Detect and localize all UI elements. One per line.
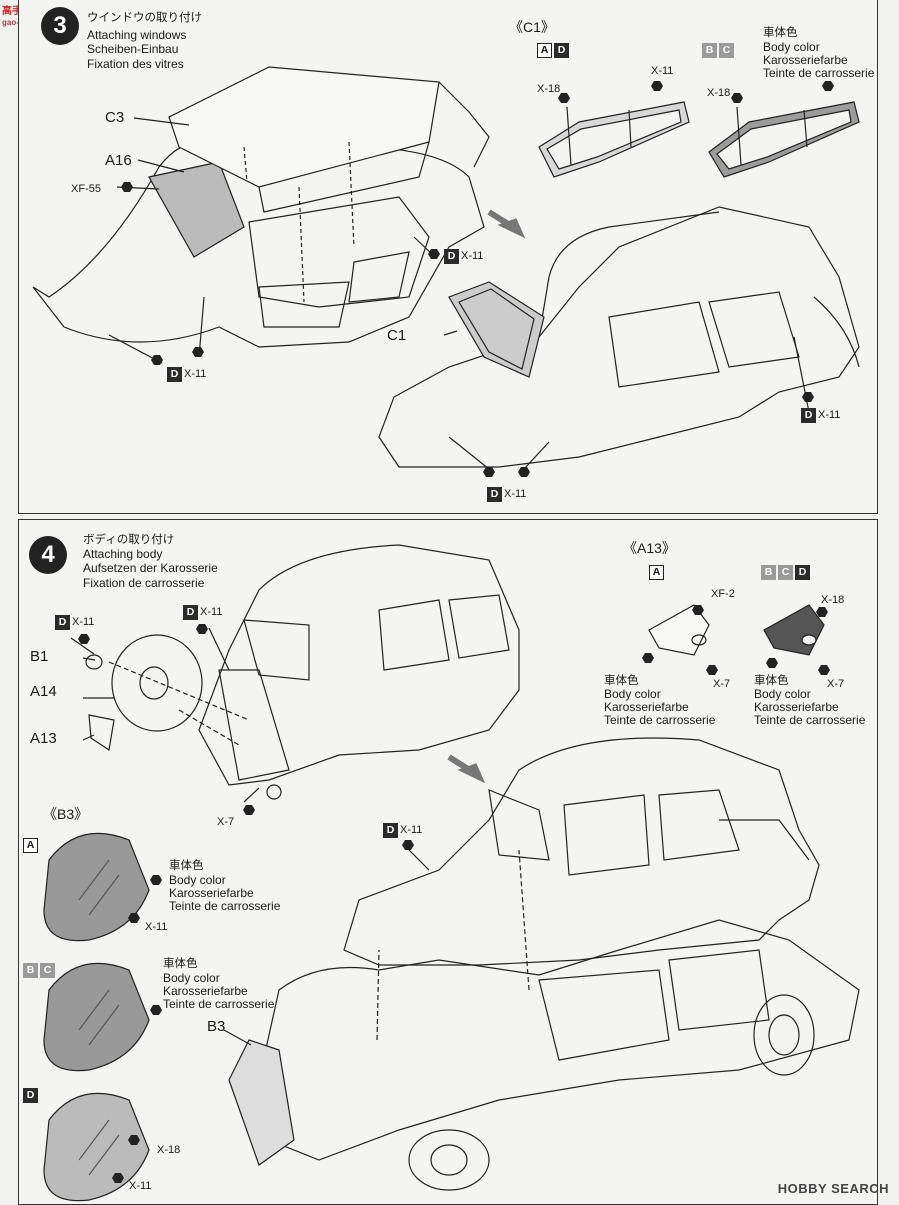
part-label-b1: B1: [30, 648, 49, 665]
part-label-a13: A13: [30, 730, 57, 747]
version-badge-d: D: [23, 1088, 38, 1103]
paint-xf55: XF-55: [71, 183, 101, 195]
step-3-panel: 3 ウインドウの取り付け Attaching windows Scheiben-…: [18, 0, 878, 514]
part-label-c1: C1: [387, 327, 407, 344]
version-badge-a: A: [649, 565, 664, 580]
step-4-title-jp: ボディの取り付け: [83, 532, 175, 546]
b3-bc-body-color-en: Body color: [163, 971, 220, 985]
b3-a-body-color-jp: 車体色: [169, 858, 204, 872]
step-3-title-jp: ウインドウの取り付け: [87, 10, 202, 24]
b3-bc-body-color-de: Karosseriefarbe: [163, 984, 248, 998]
part-label-a14: A14: [30, 683, 57, 700]
c1-body-color-jp: 車体色: [763, 25, 798, 39]
paint-x11: X-11: [72, 616, 95, 628]
site-logo-chars: 高手网: [2, 6, 32, 17]
b3-d-x11: X-11: [129, 1180, 152, 1192]
b3-a-body-color-fr: Teinte de carrosserie: [169, 899, 281, 913]
step-3-number: 3: [41, 7, 79, 45]
step-3-title-fr: Fixation des vitres: [87, 57, 184, 71]
version-badge-d: D: [55, 615, 70, 630]
a13-a-body-color-en: Body color: [604, 687, 661, 701]
step-3-title-en: Attaching windows: [87, 28, 187, 42]
c1-bc-x18: X-18: [707, 87, 731, 99]
a13-bcd-body-color-de: Karosseriefarbe: [754, 700, 839, 714]
a13-paint-x7-a: X-7: [713, 678, 731, 690]
c1-ad-x11: X-11: [651, 65, 674, 77]
b3-a-x11: X-11: [145, 921, 168, 933]
version-badge-c: C: [40, 963, 55, 978]
version-badge-d: D: [801, 408, 816, 423]
version-badge-c: C: [778, 565, 793, 580]
step-4-drawing: [43, 544, 860, 1202]
version-badge-d: D: [444, 249, 459, 264]
paint-x11: X-11: [461, 250, 484, 262]
a13-bcd-body-color-jp: 車体色: [754, 673, 789, 687]
paint-x11: X-11: [818, 409, 841, 421]
a13-paint-xf2: XF-2: [711, 588, 735, 600]
version-badge-d: D: [167, 367, 182, 382]
a13-version-a: A: [649, 565, 666, 580]
version-badge-b: B: [702, 43, 717, 58]
part-label-a16: A16: [105, 152, 132, 169]
b3-a-body-color-de: Karosseriefarbe: [169, 886, 254, 900]
step-3-title-de: Scheiben-Einbau: [87, 42, 179, 56]
b3-bc-body-color-fr: Teinte de carrosserie: [163, 997, 275, 1011]
b3-a-body-color-en: Body color: [169, 873, 226, 887]
a13-paint-x7-b: X-7: [827, 678, 845, 690]
c1-body-color-fr: Teinte de carrosserie: [763, 66, 875, 80]
paint-x7-lower: X-7: [217, 816, 235, 828]
step-4-title-de: Aufsetzen der Karosserie: [83, 561, 218, 575]
b3-d-x18: X-18: [157, 1144, 181, 1156]
b3-version-d: D: [23, 1088, 40, 1103]
c1-body-color-de: Karosseriefarbe: [763, 53, 848, 67]
b3-inset-header: 《B3》: [43, 806, 89, 822]
c1-ad-x18: X-18: [537, 83, 561, 95]
a13-bcd-body-color-fr: Teinte de carrosserie: [754, 713, 866, 727]
paint-x11: X-11: [184, 368, 207, 380]
a13-a-body-color-de: Karosseriefarbe: [604, 700, 689, 714]
step-4-panel: 4 ボディの取り付け Attaching body Aufsetzen der …: [18, 519, 878, 1205]
step-4-number: 4: [29, 536, 67, 574]
paint-x11: X-11: [400, 824, 423, 836]
a13-a-body-color-jp: 車体色: [604, 673, 639, 687]
version-badge-d: D: [183, 605, 198, 620]
step-4-title-fr: Fixation de carrosserie: [83, 576, 205, 590]
version-badge-c: C: [719, 43, 734, 58]
part-label-c3: C3: [105, 109, 125, 126]
version-badge-b: B: [23, 963, 38, 978]
version-badge-a: A: [537, 43, 552, 58]
paint-x11: X-11: [200, 606, 223, 618]
version-badge-d: D: [795, 565, 810, 580]
c1-inset-header: 《C1》: [509, 19, 555, 35]
a13-bcd-body-color-en: Body color: [754, 687, 811, 701]
a13-paint-x18: X-18: [821, 594, 845, 606]
version-badge-d: D: [383, 823, 398, 838]
b3-version-a: A: [23, 838, 40, 853]
step-4-title-en: Attaching body: [83, 547, 163, 561]
hobby-search-watermark: HOBBY SEARCH: [777, 1181, 889, 1196]
version-badge-d: D: [487, 487, 502, 502]
version-badge-d: D: [554, 43, 569, 58]
part-label-b3: B3: [207, 1018, 226, 1035]
c1-body-color-en: Body color: [763, 40, 820, 54]
b3-bc-body-color-jp: 車体色: [163, 956, 198, 970]
step-3-drawing: [32, 66, 860, 477]
version-badge-b: B: [761, 565, 776, 580]
version-badge-a: A: [23, 838, 38, 853]
a13-a-body-color-fr: Teinte de carrosserie: [604, 713, 716, 727]
paint-x11: X-11: [504, 488, 527, 500]
a13-inset-header: 《A13》: [623, 540, 676, 556]
